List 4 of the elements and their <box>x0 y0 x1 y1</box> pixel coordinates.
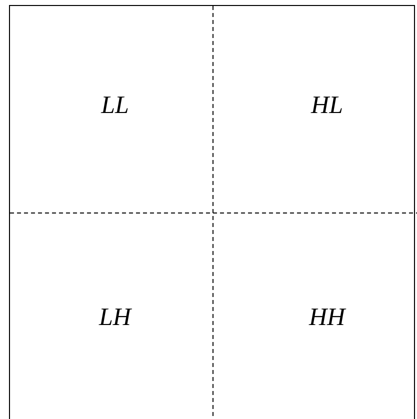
subband-label: HH <box>308 304 346 332</box>
subband-label: LH <box>99 304 131 332</box>
subband-label: HL <box>311 92 343 120</box>
subband-label: LL <box>101 92 129 120</box>
